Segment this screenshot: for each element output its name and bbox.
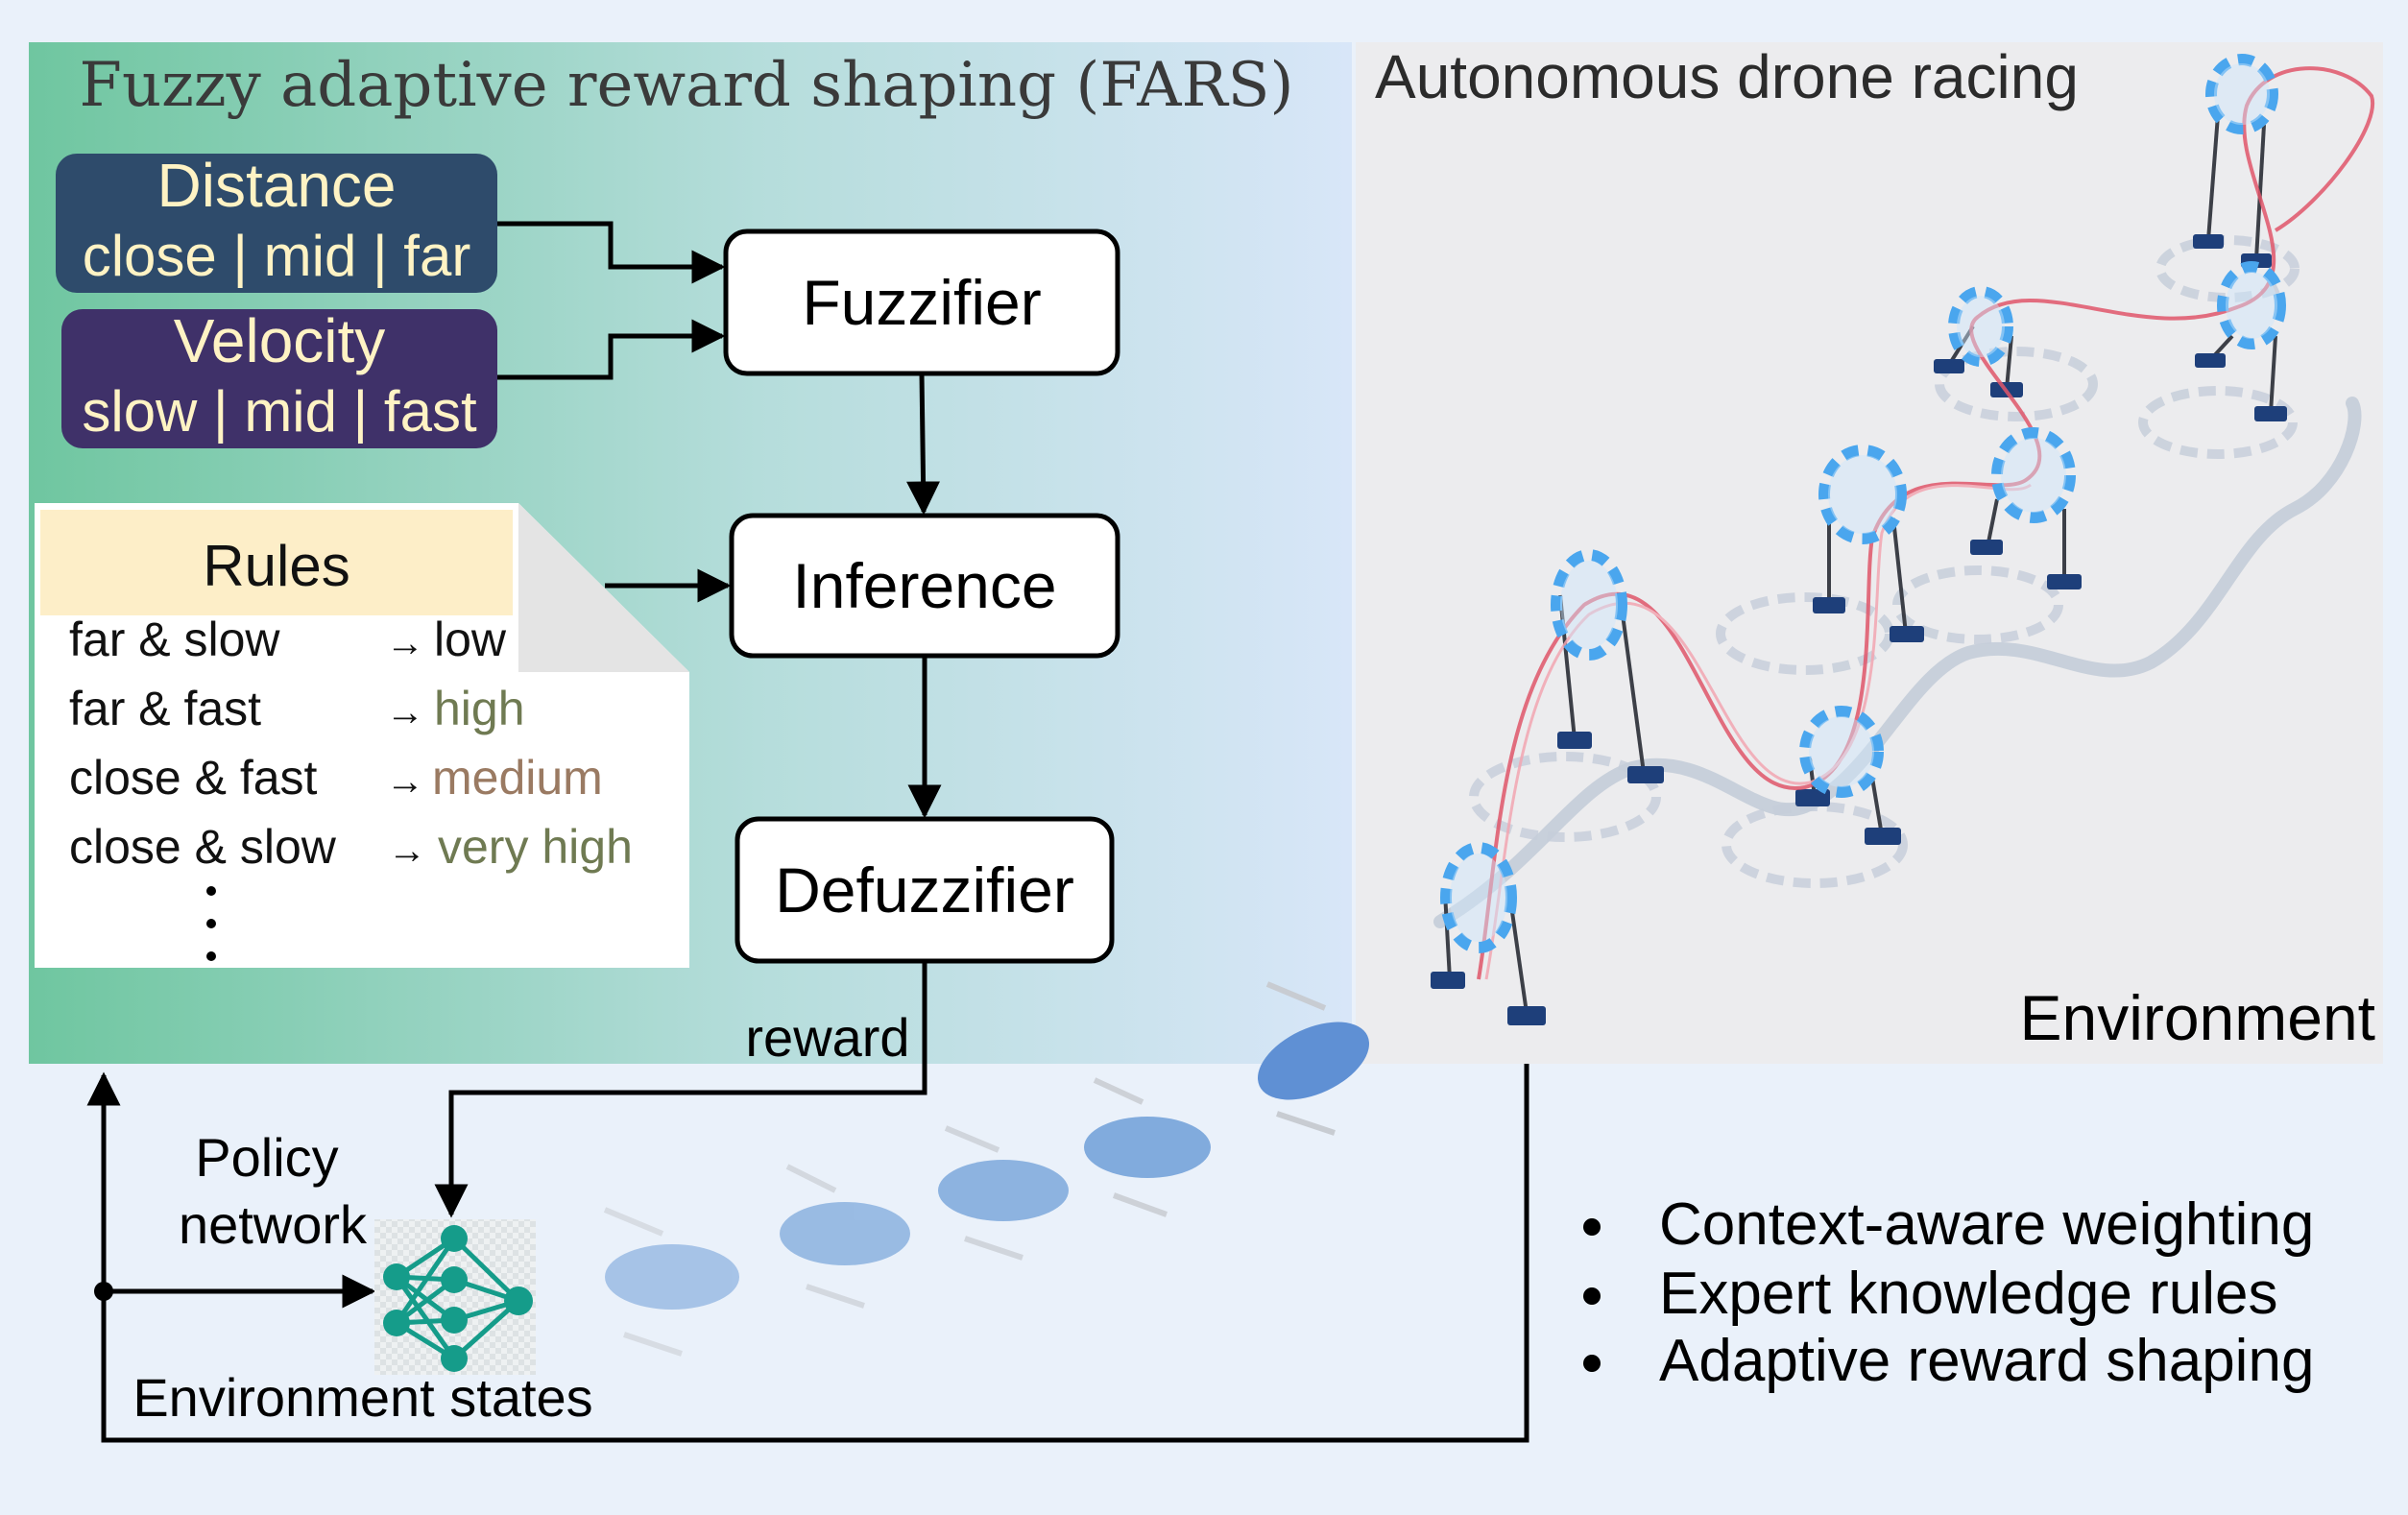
velocity-box bbox=[61, 309, 497, 448]
rules-title: Rules bbox=[203, 534, 349, 598]
feature-item: Adaptive reward shaping bbox=[1659, 1328, 2314, 1394]
policy-network-icon bbox=[374, 1219, 536, 1375]
rule-arrow: → bbox=[386, 760, 424, 803]
race-track bbox=[1431, 54, 2375, 1025]
rule-result: medium bbox=[432, 751, 603, 805]
distance-arrow bbox=[497, 221, 726, 284]
inference-label: Inference bbox=[792, 550, 1056, 621]
rule-result: very high bbox=[438, 820, 633, 874]
velocity-arrow bbox=[497, 319, 726, 380]
policy-label-line2: network bbox=[179, 1194, 368, 1255]
velocity-levels: slow | mid | fast bbox=[82, 379, 477, 444]
environment-label: Environment bbox=[2019, 982, 2375, 1053]
drone-icon bbox=[938, 1125, 1069, 1261]
policy-label-line1: Policy bbox=[195, 1127, 338, 1188]
rule-condition: far & slow bbox=[69, 613, 280, 666]
environment-states-label: Environment states bbox=[132, 1367, 592, 1428]
defuzzifier-label: Defuzzifier bbox=[775, 854, 1074, 926]
feature-list: Context-aware weighting Expert knowledge… bbox=[1583, 1191, 2314, 1394]
drone-icon bbox=[1084, 1077, 1211, 1217]
rules-note-fold bbox=[518, 503, 689, 672]
drone-icon bbox=[603, 1207, 739, 1357]
rule-condition: close & slow bbox=[69, 820, 337, 874]
feature-item: Expert knowledge rules bbox=[1659, 1261, 2277, 1327]
bullet bbox=[1583, 1287, 1601, 1305]
rule-arrow: → bbox=[388, 830, 426, 872]
distance-box bbox=[56, 154, 497, 293]
rules-ellipsis bbox=[206, 886, 216, 961]
rule-result: high bbox=[434, 682, 525, 735]
rule-arrow: → bbox=[386, 622, 424, 664]
drone-trail bbox=[603, 981, 1369, 1357]
fuzzifier-to-inference-arrow bbox=[906, 373, 941, 516]
drone-icon bbox=[780, 1164, 910, 1309]
fars-title: Fuzzy adaptive reward shaping (FARS) bbox=[80, 50, 1294, 121]
rules-header bbox=[40, 510, 513, 615]
feature-item: Context-aware weighting bbox=[1659, 1191, 2314, 1258]
reward-arrow bbox=[434, 961, 927, 1218]
drone-icon bbox=[1258, 981, 1369, 1136]
distance-levels: close | mid | far bbox=[83, 224, 471, 288]
junction-dot bbox=[94, 1282, 113, 1301]
connectors bbox=[86, 221, 1529, 1443]
rules-list: far & slow → low far & fast → high close… bbox=[69, 613, 633, 874]
rule-condition: close & fast bbox=[69, 751, 318, 805]
distance-label: Distance bbox=[157, 151, 397, 220]
rule-result: low bbox=[434, 613, 507, 666]
bullet bbox=[1583, 1355, 1601, 1372]
reward-label: reward bbox=[745, 1007, 909, 1068]
bullet bbox=[1583, 1218, 1601, 1236]
velocity-label: Velocity bbox=[174, 306, 386, 375]
environment-feedback-line bbox=[86, 1064, 1529, 1443]
fuzzifier-label: Fuzzifier bbox=[802, 267, 1041, 338]
rule-arrow: → bbox=[386, 691, 424, 733]
rule-condition: far & fast bbox=[69, 682, 261, 735]
racing-title: Autonomous drone racing bbox=[1375, 42, 2079, 111]
